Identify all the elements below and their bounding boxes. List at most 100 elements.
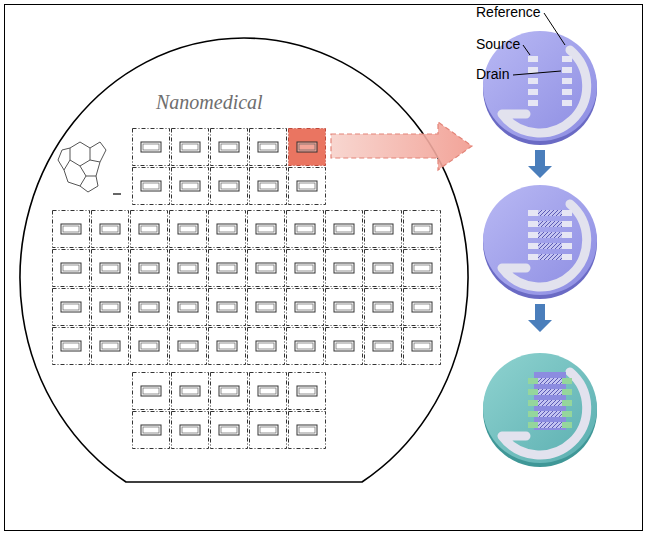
die-outline	[404, 328, 441, 365]
electrode-pads	[528, 56, 572, 106]
die-sensor-inner	[102, 265, 118, 271]
die-cell	[53, 211, 90, 248]
die-cell	[287, 289, 324, 326]
die-cell	[404, 328, 441, 365]
frame	[5, 5, 643, 531]
drain-pad	[562, 389, 572, 395]
die-sensor	[141, 181, 161, 191]
drain-pad	[562, 221, 572, 227]
die-cell	[250, 373, 287, 410]
hexagon	[58, 148, 70, 170]
die-cell	[172, 412, 209, 449]
leader-line	[523, 45, 530, 55]
sensor-chip-channels	[483, 185, 597, 299]
die-outline	[131, 250, 168, 287]
die-cell	[365, 328, 402, 365]
die-sensor	[256, 224, 276, 234]
die-sensor-inner	[297, 343, 313, 349]
drain-pad	[562, 100, 572, 106]
die-cell	[53, 250, 90, 287]
die-outline	[326, 250, 363, 287]
die-sensor-inner	[258, 304, 274, 310]
die-sensor-inner	[260, 388, 276, 394]
channel-strip	[538, 378, 562, 384]
die-outline	[365, 211, 402, 248]
die-cell	[248, 211, 285, 248]
die-sensor-inner	[414, 265, 430, 271]
die-sensor	[412, 263, 432, 273]
die-cell	[133, 412, 170, 449]
hexagon	[86, 162, 100, 176]
drain-pad	[562, 89, 572, 95]
die-sensor	[412, 302, 432, 312]
die-sensor	[180, 181, 200, 191]
chip-disc	[483, 353, 597, 463]
die-sensor-inner	[221, 427, 237, 433]
die-sensor	[219, 142, 239, 152]
chip-disc	[483, 185, 597, 295]
die-cell	[170, 328, 207, 365]
die-cell	[289, 373, 326, 410]
die-sensor-inner	[143, 427, 159, 433]
down-arrow	[528, 150, 552, 178]
die-outline	[92, 289, 129, 326]
die-cell	[133, 129, 170, 166]
die-cell	[248, 250, 285, 287]
source-pad	[528, 232, 538, 238]
die-sensor-inner	[180, 226, 196, 232]
die-cell	[326, 250, 363, 287]
die-outline	[248, 328, 285, 365]
die-sensor	[217, 224, 237, 234]
die-outline	[287, 328, 324, 365]
die-sensor-inner	[143, 144, 159, 150]
die-sensor-inner	[258, 265, 274, 271]
die-sensor	[61, 302, 81, 312]
die-cell	[131, 250, 168, 287]
die-sensor	[297, 181, 317, 191]
die-cell	[211, 168, 248, 205]
die-sensor	[373, 302, 393, 312]
die-outline	[289, 373, 326, 410]
reference-electrode	[502, 372, 587, 455]
source-pad	[528, 411, 538, 417]
die-outline	[133, 168, 170, 205]
die-cell	[131, 289, 168, 326]
leader-lines	[513, 13, 565, 75]
source-pad	[528, 378, 538, 384]
die-cell	[209, 289, 246, 326]
part-label: Drain	[476, 66, 509, 83]
die-outline	[211, 168, 248, 205]
die-sensor-inner	[299, 144, 315, 150]
die-sensor-inner	[182, 183, 198, 189]
die-outline	[133, 373, 170, 410]
channel-strip	[538, 232, 562, 238]
die-outline	[170, 250, 207, 287]
die-cell	[289, 168, 326, 205]
drain-pad	[562, 422, 572, 428]
die-sensor-inner	[102, 226, 118, 232]
die-sensor-inner	[297, 265, 313, 271]
source-pad	[528, 78, 538, 84]
die-sensor-inner	[260, 144, 276, 150]
die-sensor	[100, 302, 120, 312]
source-pad	[528, 210, 538, 216]
die-sensor	[256, 341, 276, 351]
die-cell	[289, 129, 326, 166]
die-outline	[170, 289, 207, 326]
die-outline	[248, 211, 285, 248]
die-outline	[92, 328, 129, 365]
die-sensor	[373, 263, 393, 273]
leader-line	[513, 71, 561, 75]
die-cell	[170, 211, 207, 248]
die-sensor	[217, 341, 237, 351]
die-outline	[289, 129, 326, 166]
die-sensor-inner	[219, 226, 235, 232]
die-sensor	[295, 263, 315, 273]
hexagon-logo	[58, 142, 106, 192]
die-cell	[133, 168, 170, 205]
die-sensor-inner	[297, 226, 313, 232]
die-cell	[248, 289, 285, 326]
die-outline	[211, 412, 248, 449]
die-sensor-inner	[141, 265, 157, 271]
